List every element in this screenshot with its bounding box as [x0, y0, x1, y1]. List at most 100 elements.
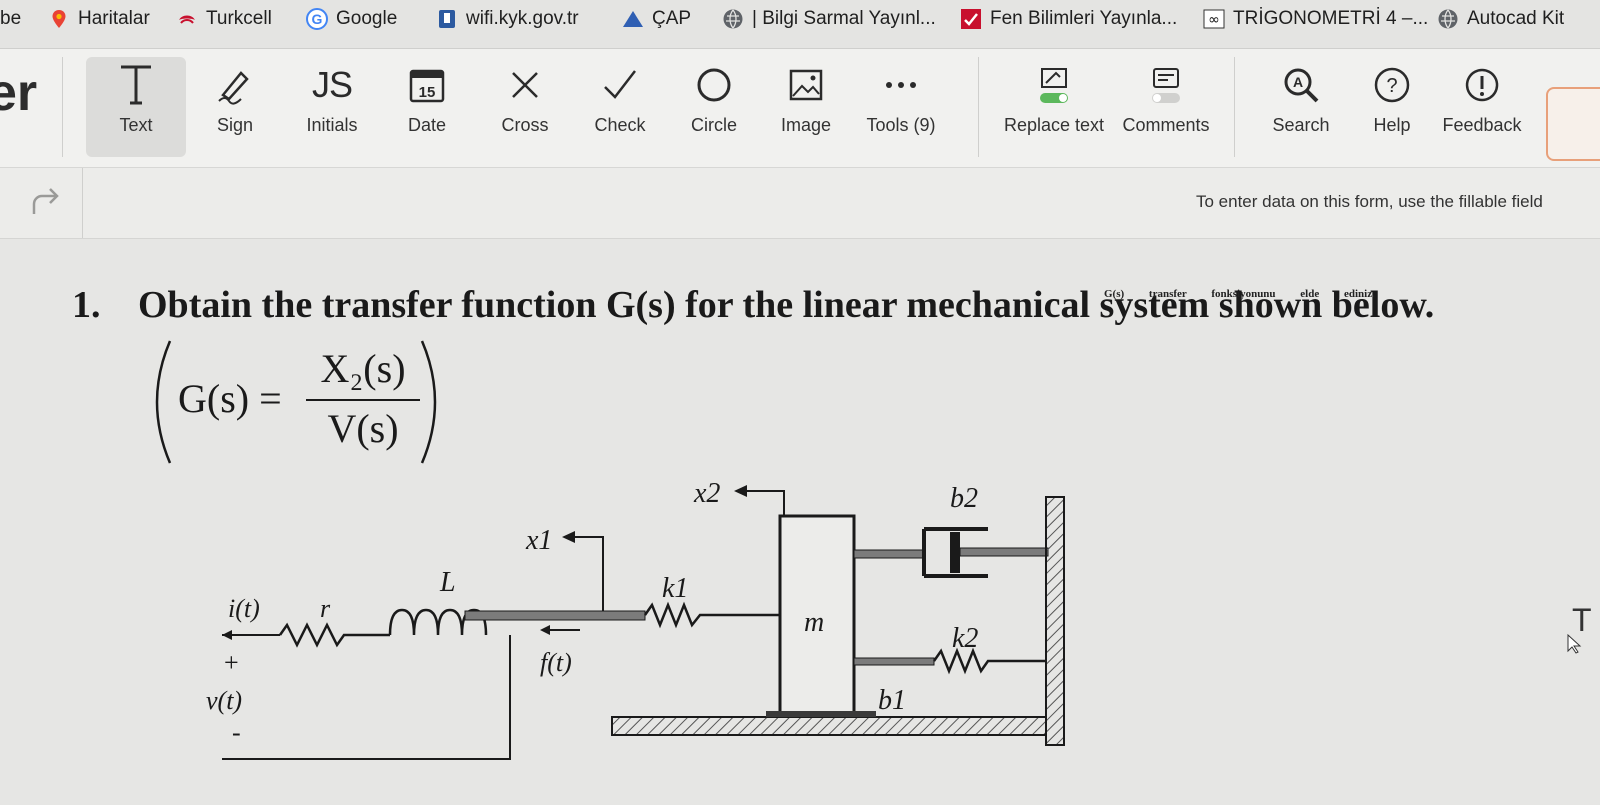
bookmark-bilgi-sarmal[interactable]: | Bilgi Sarmal Yayınl...	[722, 6, 936, 32]
redo-button[interactable]	[18, 176, 70, 228]
fraction-bar	[306, 399, 420, 401]
label-b1: b1	[878, 685, 906, 716]
google-icon: G	[306, 8, 328, 30]
x1-indicator	[568, 536, 604, 611]
check-tool-button[interactable]: Check	[580, 57, 660, 157]
document-page: 1. Obtain the transfer function G(s) for…	[0, 239, 1600, 805]
friction-surface-b1	[766, 711, 876, 717]
bookmark-label: Fen Bilimleri Yayınla...	[990, 8, 1178, 29]
circle-tool-label: Circle	[690, 115, 737, 135]
coil-right-wire	[222, 635, 511, 760]
label-k1: k1	[662, 573, 688, 604]
replace-text-label: Replace text	[1003, 115, 1105, 135]
transfer-function-formula: G(s) = X₂(s) V(s)	[140, 337, 450, 467]
bookmark-turkcell[interactable]: Turkcell	[176, 6, 272, 32]
redo-icon	[32, 188, 59, 214]
label-x2: x2	[693, 478, 720, 509]
search-button[interactable]: A Search	[1264, 57, 1338, 157]
initials-icon: JS	[311, 64, 353, 105]
image-tool-label: Image	[780, 115, 832, 135]
mechanical-system-diagram: x2 b2 x1 L k1 i(t) r m k2 + f(t) v(t) b1…	[206, 478, 1592, 760]
svg-text:∞: ∞	[1208, 12, 1220, 28]
text-cursor-glyph: T	[1572, 602, 1592, 638]
toolbar-divider	[62, 57, 63, 157]
bookmark-label: Turkcell	[206, 8, 272, 29]
bookmark-label: Autocad Kit	[1467, 8, 1565, 29]
editor-toolbar: er Text Sign JS Initials 15 Date Cross C…	[0, 49, 1600, 168]
formula-numerator: X₂(s)	[320, 346, 406, 391]
left-paren	[155, 340, 172, 464]
spring-k2-rod	[853, 657, 935, 666]
cross-tool-button[interactable]: Cross	[485, 57, 565, 157]
bookmark-autocad[interactable]: Autocad Kit	[1437, 6, 1564, 32]
wall	[1045, 496, 1065, 746]
cross-icon	[512, 72, 538, 98]
feedback-icon	[1465, 68, 1499, 102]
check-icon	[604, 70, 636, 99]
mouse-pointer-icon	[1567, 633, 1582, 654]
text-tool-button[interactable]: Text	[86, 57, 186, 157]
subbar-divider	[82, 168, 83, 238]
bookmarks-bar: be Haritalar Turkcell G Google wifi.kyk.…	[0, 0, 1600, 49]
damper-b2	[922, 527, 988, 578]
label-m: m	[804, 607, 824, 638]
spring-k1	[643, 601, 780, 629]
formula-lhs: G(s) =	[178, 376, 282, 421]
label-v: v(t)	[206, 686, 242, 715]
bookmark-kyk[interactable]: wifi.kyk.gov.tr	[436, 6, 579, 32]
label-x1: x1	[525, 525, 552, 556]
damper-rod-right	[959, 547, 1049, 557]
circle-icon	[697, 68, 731, 102]
label-i: i(t)	[228, 594, 260, 623]
help-icon: ?	[1374, 67, 1410, 103]
svg-text:G: G	[312, 11, 323, 27]
bookmark-label: Haritalar	[78, 8, 150, 29]
initials-tool-button[interactable]: JS Initials	[290, 57, 374, 157]
svg-text:A: A	[1293, 74, 1303, 90]
profile-edge-button[interactable]	[1546, 87, 1600, 161]
bookmark-google[interactable]: G Google	[306, 6, 397, 32]
sign-tool-label: Sign	[216, 115, 254, 135]
date-tool-button[interactable]: 15 Date	[390, 57, 464, 157]
bookmark-fen-bilimleri[interactable]: Fen Bilimleri Yayınla...	[960, 6, 1177, 32]
form-notice-text: To enter data on this form, use the fill…	[1196, 192, 1543, 211]
bookmark-haritalar[interactable]: Haritalar	[48, 6, 150, 32]
app-logo: er	[0, 69, 40, 129]
help-button[interactable]: ? Help	[1360, 57, 1424, 157]
toolbar-divider	[978, 57, 979, 157]
text-icon	[121, 65, 151, 105]
cross-tool-label: Cross	[501, 115, 549, 135]
actuator-rod	[464, 610, 646, 621]
mass-block	[778, 514, 856, 716]
bookmark-trigonometri[interactable]: ∞ TRİGONOMETRİ 4 –...	[1203, 6, 1428, 32]
calendar-icon: 15	[409, 69, 445, 103]
infinity-icon: ∞	[1203, 9, 1225, 29]
sign-icon	[218, 71, 249, 105]
label-k2: k2	[952, 623, 978, 654]
bookmark-partial[interactable]: be	[0, 6, 21, 32]
circle-tool-button[interactable]: Circle	[676, 57, 752, 157]
more-tools-button[interactable]: Tools (9)	[858, 57, 944, 157]
bookmark-label: wifi.kyk.gov.tr	[466, 8, 579, 29]
x2-indicator	[740, 490, 785, 516]
label-r: r	[320, 594, 331, 623]
replace-text-icon	[1040, 68, 1068, 103]
maps-pin-icon	[52, 10, 66, 28]
more-icon	[886, 82, 916, 88]
label-L: L	[439, 567, 456, 598]
overlay-annotation[interactable]: G(s) transfer fonksiyonunu elde ediniz.	[1104, 288, 1375, 300]
feedback-label: Feedback	[1442, 115, 1522, 135]
label-b2: b2	[950, 483, 978, 514]
image-icon	[789, 69, 823, 101]
bookmark-label: be	[0, 8, 22, 29]
feedback-button[interactable]: Feedback	[1440, 57, 1524, 157]
image-tool-button[interactable]: Image	[768, 57, 844, 157]
bookmark-label: ÇAP	[652, 8, 692, 29]
bookmark-label: Google	[336, 8, 398, 29]
replace-text-button[interactable]: Replace text	[1000, 57, 1108, 157]
bookmark-cap[interactable]: ÇAP	[622, 6, 691, 32]
sign-tool-button[interactable]: Sign	[195, 57, 275, 157]
globe-icon	[723, 9, 743, 29]
app-logo-text: er	[0, 69, 38, 122]
comments-button[interactable]: Comments	[1118, 57, 1214, 157]
